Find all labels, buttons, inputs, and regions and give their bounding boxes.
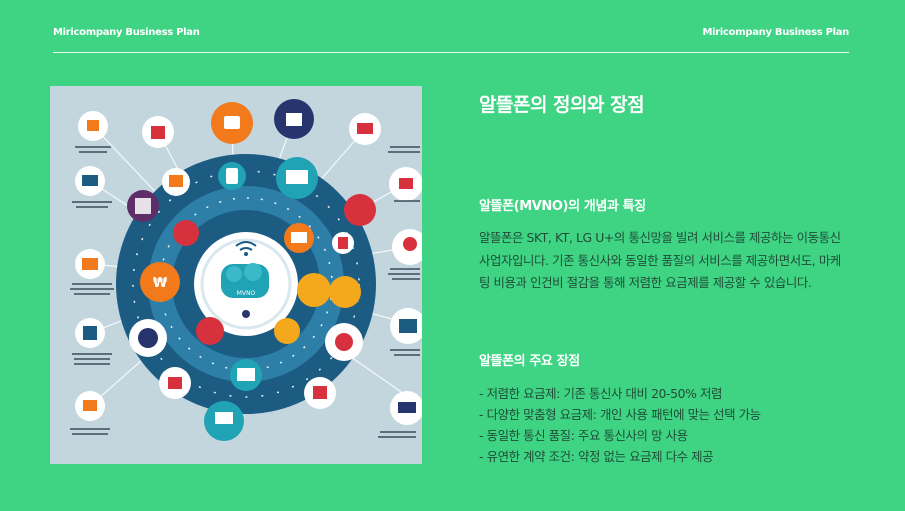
money-icon <box>140 262 180 302</box>
network-diagram-svg: MVNO ₩ <box>50 86 422 464</box>
shopping-cart-icon <box>344 194 376 226</box>
header-divider <box>53 52 849 53</box>
header-brand-right: Miricompany Business Plan <box>702 27 849 38</box>
section-heading-advantages: 알뜰폰의 주요 장점 <box>479 354 580 369</box>
list-item: - 유연한 계약 조건: 약정 없는 요금제 다수 제공 <box>479 449 714 464</box>
svg-text:₩: ₩ <box>153 276 168 291</box>
list-item: - 동일한 통신 품질: 주요 통신사의 망 사용 <box>479 428 688 443</box>
list-item: - 저렴한 요금제: 기존 통신사 대비 20-50% 저렴 <box>479 386 722 401</box>
wifi-icon <box>235 241 257 251</box>
header-brand-left: Miricompany Business Plan <box>53 27 200 38</box>
advantages-list: - 저렴한 요금제: 기존 통신사 대비 20-50% 저렴 - 다양한 맞춤형… <box>479 383 859 467</box>
list-item: - 다양한 맞춤형 요금제: 개인 사용 패턴에 맞는 선택 가능 <box>479 407 761 422</box>
ring-nodes: ₩ <box>127 157 376 441</box>
mvno-network-illustration: MVNO ₩ <box>50 86 422 464</box>
phone-icon <box>173 220 199 246</box>
page-title: 알뜰폰의 정의와 장점 <box>479 94 645 116</box>
outer-nodes <box>75 99 422 425</box>
center-label: MVNO <box>237 290 256 297</box>
section-body-concept: 알뜰폰은 SKT, KT, LG U+의 통신망을 빌려 서비스를 제공하는 이… <box>479 230 841 290</box>
section-heading-concept: 알뜰폰(MVNO)의 개념과 특징 <box>479 199 646 214</box>
